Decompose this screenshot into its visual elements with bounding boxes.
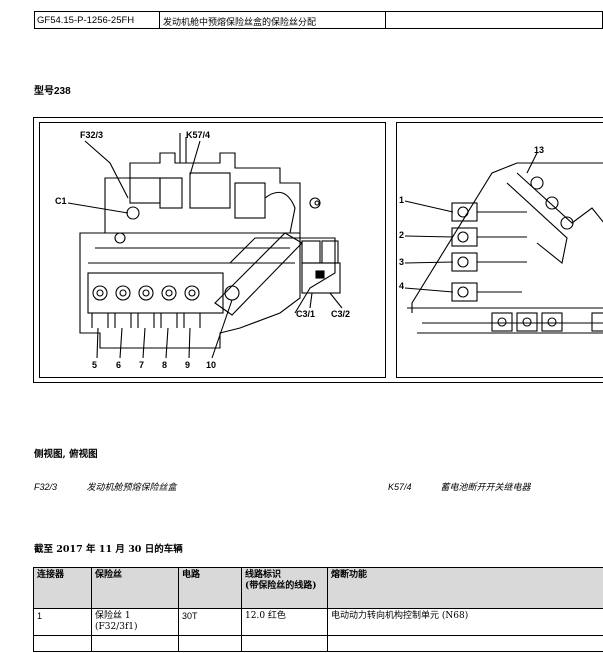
- label-6: 6: [116, 360, 122, 370]
- label-c1: C1: [55, 196, 67, 206]
- cell-circuit: 30T: [178, 608, 242, 636]
- cell-empty: [91, 635, 179, 652]
- header-fuse: 保险丝: [91, 567, 179, 609]
- header-wire-id: 线路标识 (带保险丝的线路): [241, 567, 328, 609]
- fuse-box-top-drawing: [404, 152, 603, 334]
- as-of-heading: 截至 2017 年 11 月 30 日的车辆: [34, 544, 183, 555]
- model-heading: 型号238: [34, 86, 71, 97]
- document-title: 发动机舱中预熔保险丝盒的保险丝分配: [160, 12, 386, 28]
- fuse-box-top-view: 1 2 3 4 13: [396, 122, 603, 378]
- cell-empty: [241, 635, 328, 652]
- fuse-table: 连接器 保险丝 电路 线路标识 (带保险丝的线路) 熔断功能 1 保险丝 1 (…: [33, 567, 603, 652]
- label-3: 3: [399, 257, 405, 267]
- cell-connector: 1: [33, 608, 92, 636]
- legend-code: K57/4: [388, 482, 412, 492]
- cell-fuse: 保险丝 1 (F32/3f1): [91, 608, 179, 636]
- header-empty-cell: [386, 12, 602, 28]
- cell-empty: [33, 635, 92, 652]
- label-5: 5: [92, 360, 98, 370]
- fuse-box-drawing: [67, 133, 343, 359]
- table-header-row: 连接器 保险丝 电路 线路标识 (带保险丝的线路) 熔断功能: [33, 567, 603, 609]
- label-1: 1: [399, 195, 405, 205]
- legend-item-f32-3: F32/3 发动机舱预熔保险丝盒: [34, 480, 177, 493]
- view-caption: 侧视图, 俯视图: [34, 449, 98, 460]
- label-c3-2: C3/2: [331, 309, 351, 319]
- label-2: 2: [399, 230, 405, 240]
- label-9: 9: [185, 360, 191, 370]
- document-header: GF54.15-P-1256-25FH 发动机舱中预熔保险丝盒的保险丝分配: [34, 11, 603, 29]
- label-4: 4: [399, 281, 405, 291]
- label-13: 13: [534, 145, 545, 155]
- legend-desc: 发动机舱预熔保险丝盒: [86, 483, 177, 493]
- table-row: 1 保险丝 1 (F32/3f1) 30T 12.0 红色 电动动力转向机构控制…: [33, 608, 603, 636]
- cell-function: 电动动力转向机构控制单元 (N68): [327, 608, 603, 636]
- legend-item-k57-4: K57/4 蓄电池断开开关继电器: [388, 480, 531, 493]
- cell-empty: [327, 635, 603, 652]
- table-row: [33, 635, 603, 652]
- label-c3-1: C3/1: [296, 309, 316, 319]
- label-8: 8: [162, 360, 168, 370]
- legend-code: F32/3: [34, 482, 58, 492]
- fuse-box-side-view: F32/3 K57/4 C1 C3/1 C3/2 5 6 7 8 9 10: [39, 122, 386, 378]
- header-circuit: 电路: [178, 567, 242, 609]
- header-connector: 连接器: [33, 567, 92, 609]
- header-function: 熔断功能: [327, 567, 603, 609]
- label-7: 7: [139, 360, 145, 370]
- label-k57-4: K57/4: [186, 130, 211, 140]
- document-code: GF54.15-P-1256-25FH: [35, 12, 160, 28]
- figure-frame: [33, 117, 603, 383]
- cell-empty: [178, 635, 242, 652]
- cell-wire-id: 12.0 红色: [241, 608, 328, 636]
- legend-desc: 蓄电池断开开关继电器: [440, 483, 531, 493]
- label-f32-3: F32/3: [80, 130, 104, 140]
- label-10: 10: [206, 360, 217, 370]
